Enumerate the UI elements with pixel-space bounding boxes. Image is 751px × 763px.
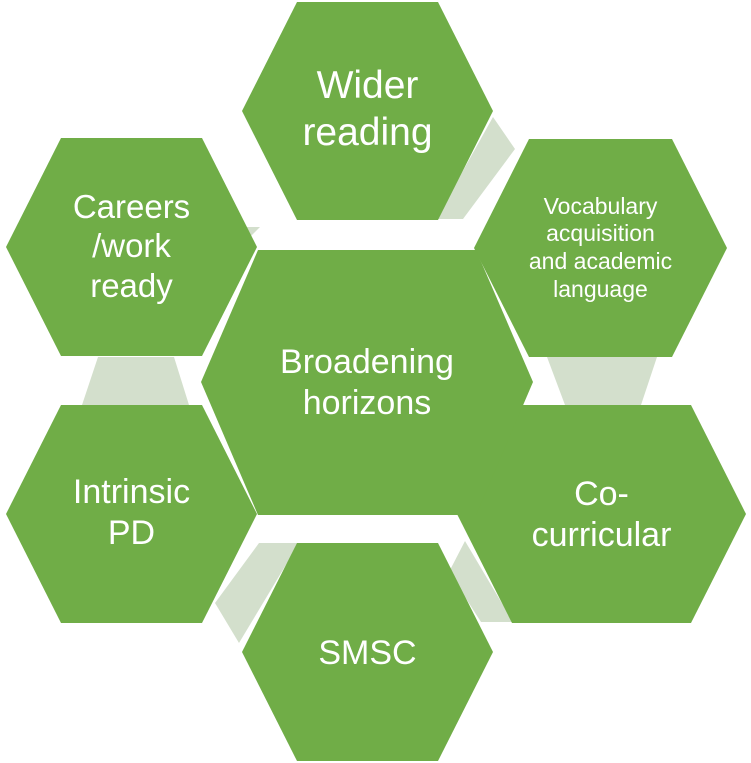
- connector-smsc-intrinsic: [215, 543, 299, 643]
- label-careers: Careers /work ready: [72, 187, 191, 304]
- connector-wider-vocab: [436, 117, 515, 219]
- hex-center: [201, 250, 533, 515]
- connector-vocab-cocurricular: [547, 357, 657, 405]
- connector-cocurricular-smsc: [449, 541, 513, 622]
- label-wider-reading: Wider reading: [302, 64, 433, 154]
- label-smsc: SMSC: [318, 633, 417, 672]
- hex-wider-reading: [242, 2, 493, 220]
- label-co-curricular: Co- curricular: [531, 475, 672, 554]
- hex-intrinsic-pd: [6, 405, 257, 623]
- label-intrinsic-pd: Intrinsic PD: [72, 473, 191, 552]
- hex-smsc: [242, 543, 493, 761]
- label-center: Broadening horizons: [280, 343, 454, 422]
- hex-vocabulary: [474, 139, 727, 357]
- hex-co-curricular: [457, 405, 746, 623]
- hex-careers: [6, 138, 257, 356]
- connector-intrinsic-careers: [82, 357, 189, 405]
- label-vocabulary: Vocabulary acquisition and academic lang…: [528, 192, 673, 302]
